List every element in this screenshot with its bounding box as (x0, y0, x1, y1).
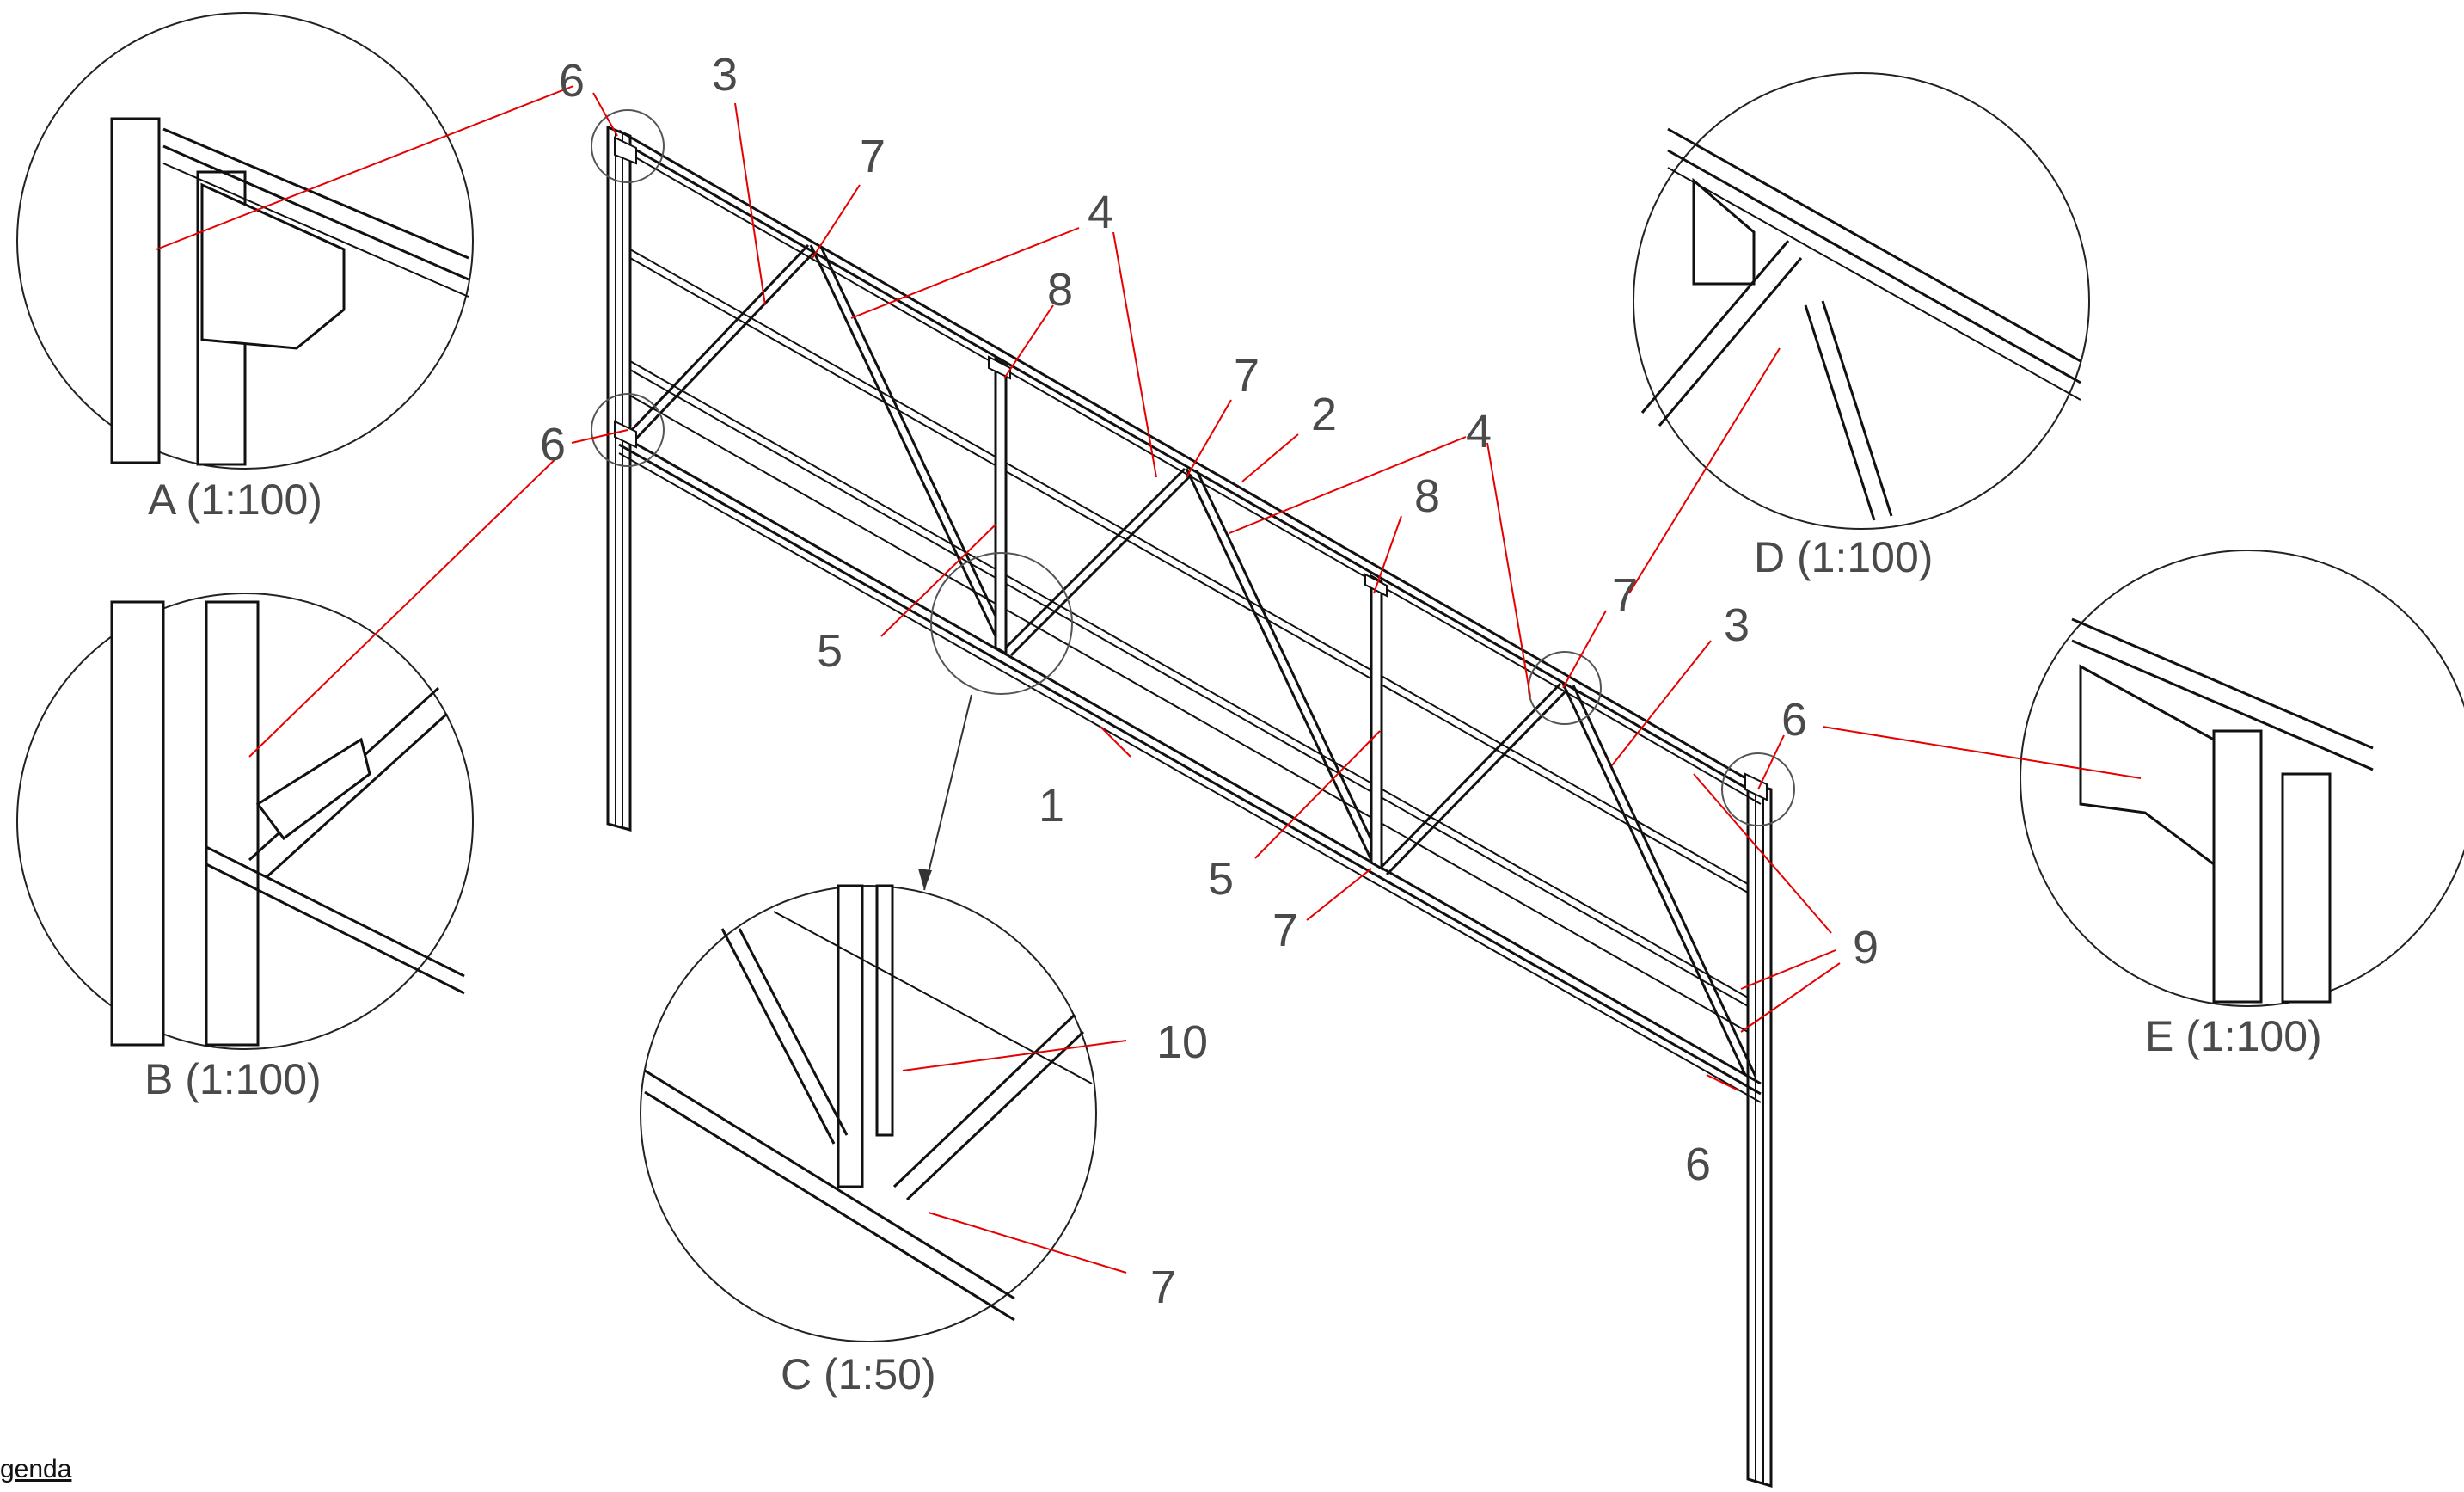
detail-e (1822, 550, 2464, 1007)
main-truss (606, 125, 1773, 1489)
caption-detail-c: C (1:50) (781, 1350, 936, 1398)
caption-detail-a: A (1:100) (148, 476, 322, 524)
detail-b (16, 429, 628, 1050)
label-7-right: 7 (1612, 569, 1638, 621)
part-numbers: 6 3 7 4 8 7 2 4 8 6 5 1 7 3 6 5 7 9 6 10… (540, 49, 1879, 1313)
label-6-bottom-right: 6 (1685, 1139, 1711, 1190)
top-chord (618, 129, 1762, 805)
right-column (1746, 780, 1773, 1489)
label-6-right: 6 (1781, 694, 1807, 746)
label-7-top: 7 (860, 131, 886, 182)
caption-detail-d: D (1:100) (1754, 533, 1933, 581)
left-column (606, 125, 632, 832)
label-4-top: 4 (1088, 187, 1113, 238)
leader-lines (592, 92, 1841, 1091)
detail-a (16, 12, 574, 470)
caption-detail-e: E (1:100) (2145, 1012, 2322, 1060)
label-7-detail-c: 7 (1150, 1262, 1176, 1313)
label-6-top-left: 6 (559, 55, 585, 107)
diagonal-braces (809, 244, 1757, 1078)
label-3-top: 3 (712, 49, 738, 101)
label-7-mid: 7 (1234, 350, 1260, 402)
caption-detail-b: B (1:100) (144, 1055, 322, 1103)
gusset-plates (614, 136, 1768, 801)
label-8-left: 8 (1047, 264, 1073, 316)
rear-purlins (629, 249, 1749, 1033)
bottom-chord (618, 433, 1762, 1103)
label-5-left: 5 (817, 625, 843, 677)
vertical-posts (994, 357, 1383, 871)
detail-captions: A (1:100) B (1:100) C (1:50) D (1:100) E… (144, 476, 2322, 1398)
label-10: 10 (1156, 1016, 1208, 1068)
label-6-mid-left: 6 (540, 419, 566, 470)
detail-d (1628, 72, 2090, 594)
label-5-right: 5 (1208, 853, 1234, 905)
legend-heading: genda (0, 1455, 72, 1483)
label-1: 1 (1039, 780, 1064, 832)
label-2: 2 (1311, 389, 1337, 440)
label-9: 9 (1853, 922, 1879, 973)
label-7-bottom: 7 (1272, 905, 1298, 956)
detail-c (640, 884, 1127, 1342)
label-8-right: 8 (1414, 470, 1440, 522)
label-4-mid: 4 (1466, 406, 1492, 457)
label-3-right: 3 (1724, 599, 1750, 651)
cross-braces (626, 243, 1569, 876)
